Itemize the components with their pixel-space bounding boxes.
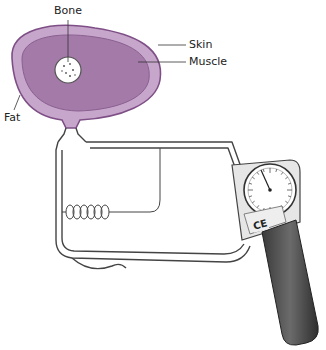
dial-tick <box>288 183 291 185</box>
dial-tick <box>252 201 254 203</box>
dial-tick <box>257 172 259 174</box>
dial-tick <box>287 190 292 191</box>
part-label: Bone <box>54 4 82 17</box>
part-label: Fat <box>4 111 20 124</box>
caliper-frame <box>56 128 250 269</box>
spring-coil <box>62 148 160 219</box>
part-label: Muscle <box>189 55 227 68</box>
dial-ticks <box>248 168 292 212</box>
dial-needle <box>261 170 270 190</box>
part-label: Skin <box>189 38 212 51</box>
dial-tick <box>249 195 252 197</box>
muscle <box>22 35 149 111</box>
coil-loop <box>101 205 109 219</box>
dial-tick <box>275 169 277 172</box>
dial-tick <box>288 195 291 197</box>
dial-tick <box>248 190 253 191</box>
dial-tick <box>285 201 287 203</box>
dial-tick <box>281 172 283 174</box>
dial-tick <box>285 177 287 179</box>
dial-tick <box>252 177 254 179</box>
dial-pivot <box>268 188 272 192</box>
spring-wire <box>62 148 160 212</box>
dial-tick <box>270 168 271 173</box>
bone-marrow-dots <box>61 63 76 77</box>
leader-lines <box>14 20 186 110</box>
dial-ring <box>248 168 292 212</box>
caliper-handle <box>262 220 318 345</box>
dial-tick <box>257 205 259 207</box>
skin-fat-layer <box>12 25 161 128</box>
dial-tick <box>249 183 252 185</box>
dial-tick <box>263 169 265 172</box>
